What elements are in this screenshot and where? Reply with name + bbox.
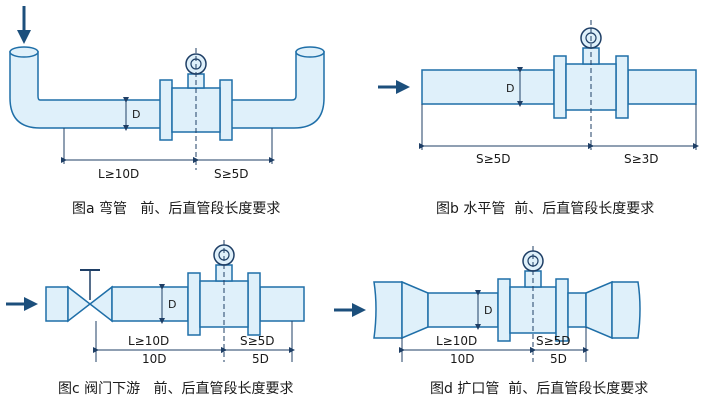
pipe-a-left [9,51,169,129]
dim-d-up-label: L≥10D [436,334,477,348]
diameter-c-label: D [168,298,176,311]
panel-a-elbow: D L≥10D S≥5D [9,6,325,181]
flange-a-left [159,79,173,141]
flange-c-right [247,272,261,336]
pipe-a-right-mouth [295,46,325,58]
pipe-d-left [427,292,499,328]
pipe-d-inlet [373,281,403,339]
valve-c-left [67,285,92,323]
dim-d-up-label-2: 10D [450,352,475,366]
meter-a-body [171,87,221,133]
flange-b-left [553,55,567,119]
flange-d-left [497,278,511,342]
pipe-a-left-mouth [9,46,39,58]
pipe-b-right [627,69,697,105]
panel-b-horizontal: D S≥5D S≥3D [378,20,699,166]
diameter-b-label: D [506,82,514,95]
valve-c-right [88,285,113,323]
flow-arrow-d-head [352,303,366,317]
flange-a-right [219,79,233,141]
dim-c-down-label-2: 5D [252,352,269,366]
pipe-c-right [259,286,305,322]
flow-arrow-a-head [17,30,31,44]
caption-c: 图c 阀门下游 前、后直管段长度要求 [58,381,294,397]
flange-d-right [555,278,569,342]
reducer-d-left [401,280,429,340]
dim-b-up-label: S≥5D [476,152,511,166]
flow-arrow-c-head [24,297,38,311]
flange-b-right [615,55,629,119]
dim-d-down-label: S≥5D [536,334,571,348]
caption-a: 图a 弯管 前、后直管段长度要求 [72,201,281,217]
caption-d: 图d 扩口管 前、后直管段长度要求 [430,381,649,397]
pipe-c-inlet [45,286,69,322]
diameter-d-label: D [484,304,492,317]
dim-c-up-label-2: 10D [142,352,167,366]
pipe-c-left [111,286,189,322]
dim-a-up-label: L≥10D [98,167,139,181]
dim-c-down-label: S≥5D [240,334,275,348]
dim-c-up-label: L≥10D [128,334,169,348]
dim-d-down-label-2: 5D [550,352,567,366]
panel-d-expander: D L≥10D S≥5D 10D 5D [334,246,641,366]
panel-c-valve: D L≥10D S≥5D 10D 5D [6,240,305,366]
pipe-a-right [223,51,325,129]
pipe-b-left [421,69,555,105]
dim-b-down-label: S≥3D [624,152,659,166]
caption-b: 图b 水平管 前、后直管段长度要求 [436,201,655,217]
pipe-d-outlet [611,281,641,339]
pipe-d-right [567,292,587,328]
reducer-d-right [585,280,613,340]
flow-arrow-b-head [396,80,410,94]
dim-a-down-label: S≥5D [214,167,249,181]
flange-c-left [187,272,201,336]
diameter-a-label: D [132,108,140,121]
